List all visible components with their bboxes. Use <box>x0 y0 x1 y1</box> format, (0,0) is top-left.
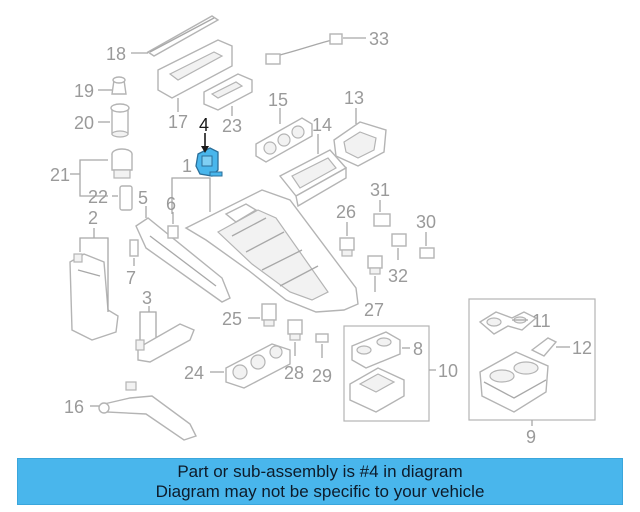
part-18-trim-strip[interactable] <box>146 15 220 57</box>
banner-line-1: Part or sub-assembly is #4 in diagram <box>177 461 463 481</box>
callout-12: 12 <box>572 338 592 358</box>
part-4-highlighted[interactable] <box>195 147 223 177</box>
callout-13: 13 <box>344 88 364 108</box>
callout-20: 20 <box>74 113 94 133</box>
callout-19: 19 <box>74 81 94 101</box>
callout-16: 16 <box>64 397 84 417</box>
callout-23: 23 <box>222 116 242 136</box>
callout-26: 26 <box>336 202 356 222</box>
part-6-clip[interactable] <box>167 225 179 239</box>
callout-7: 7 <box>126 268 136 288</box>
callout-33: 33 <box>369 29 389 49</box>
part-13-shift-trim[interactable] <box>333 121 387 167</box>
part-33-cable[interactable] <box>265 33 343 65</box>
part-20-socket[interactable] <box>110 103 130 138</box>
part-24-control-panel[interactable] <box>225 343 291 389</box>
part-8-cup-holder[interactable] <box>351 331 401 369</box>
callout-28: 28 <box>284 363 304 383</box>
part-17-storage-tray[interactable] <box>157 39 233 99</box>
callout-11: 11 <box>532 311 551 331</box>
part-26-switch[interactable] <box>339 237 355 257</box>
part-16-handle[interactable] <box>98 381 197 441</box>
callout-8: 8 <box>413 339 423 359</box>
callout-22: 22 <box>88 187 108 207</box>
part-14-storage-bin[interactable] <box>278 149 348 208</box>
part-23-small-tray[interactable] <box>203 73 253 111</box>
callout-2: 2 <box>88 208 98 228</box>
banner-line-2: Diagram may not be specific to your vehi… <box>155 481 485 501</box>
part-28-switch[interactable] <box>287 319 303 341</box>
callout-21: 21 <box>50 165 70 185</box>
part-7-bracket[interactable] <box>129 239 139 257</box>
part-32-switch[interactable] <box>391 233 407 247</box>
part-2-left-panel[interactable] <box>69 253 119 341</box>
callout-24: 24 <box>184 363 204 383</box>
callout-6: 6 <box>166 194 176 214</box>
part-27-switch[interactable] <box>367 255 383 275</box>
part-5-side-panel[interactable] <box>135 217 231 303</box>
group-box-10 <box>343 325 430 422</box>
part-9-cup-holder-assembly[interactable] <box>479 351 549 413</box>
callout-15: 15 <box>268 90 288 110</box>
callout-32: 32 <box>388 266 408 286</box>
part-3-bracket-assembly[interactable] <box>135 323 195 363</box>
part-25-switch[interactable] <box>261 303 277 327</box>
part-31-switch[interactable] <box>373 213 391 227</box>
info-banner: Part or sub-assembly is #4 in diagram Di… <box>17 458 623 505</box>
callout-1: 1 <box>182 156 192 176</box>
callout-10: 10 <box>438 361 458 381</box>
callout-4: 4 <box>199 115 209 135</box>
part-10-tray[interactable] <box>349 367 405 413</box>
part-11-cup-insert[interactable] <box>478 311 538 335</box>
callout-25: 25 <box>222 309 242 329</box>
part-19-knob[interactable] <box>111 76 127 95</box>
callout-5: 5 <box>138 188 148 208</box>
part-22-socket-insert[interactable] <box>119 185 133 211</box>
part-21-socket-assembly[interactable] <box>111 148 133 179</box>
callout-14: 14 <box>312 115 332 135</box>
callout-17: 17 <box>168 112 188 132</box>
part-12-cover[interactable] <box>530 337 558 357</box>
callout-27: 27 <box>364 300 384 320</box>
callout-18: 18 <box>106 44 126 64</box>
callout-31: 31 <box>370 180 390 200</box>
callout-3: 3 <box>142 288 152 308</box>
part-1-center-console[interactable] <box>184 189 359 313</box>
callout-29: 29 <box>312 366 332 386</box>
callout-9: 9 <box>526 427 536 447</box>
parts-diagram: 18 17 23 33 19 20 21 <box>50 15 596 447</box>
part-29-switch[interactable] <box>315 333 329 343</box>
part-15-control-panel[interactable] <box>255 117 313 163</box>
part-30-switch[interactable] <box>419 247 435 259</box>
callout-30: 30 <box>416 212 436 232</box>
